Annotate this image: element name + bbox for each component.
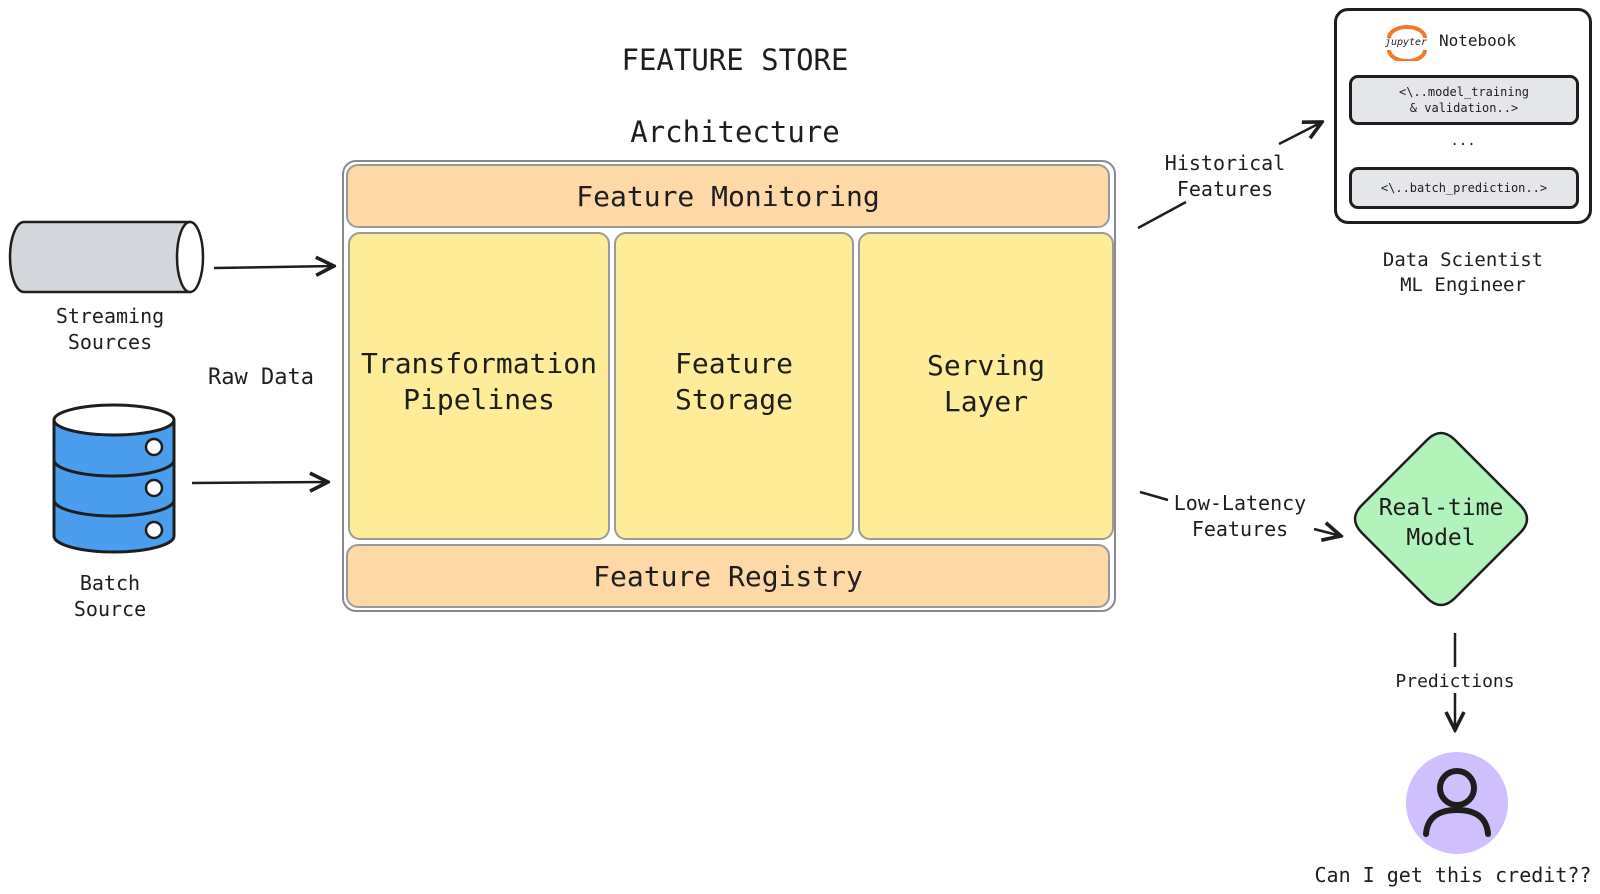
- batch-source-label: Batch Source: [73, 571, 147, 621]
- feature-storage-label: Feature Storage: [674, 347, 793, 416]
- code-cell-training-text: <\..model_training & validation..>: [1398, 85, 1530, 115]
- streaming-sources-label: Streaming Sources: [55, 304, 165, 354]
- diagram-title: FEATURE STORE Architecture: [520, 6, 950, 186]
- database-icon: [52, 403, 176, 554]
- data-scientist-label: Data Scientist ML Engineer: [1382, 249, 1544, 296]
- pipe-cylinder-icon: [8, 220, 205, 294]
- feature-monitoring-label: Feature Monitoring: [576, 179, 880, 213]
- feature-monitoring-band: Feature Monitoring: [346, 164, 1110, 228]
- transformation-pipelines-label: Transformation Pipelines: [360, 347, 597, 416]
- code-cell-training[interactable]: <\..model_training & validation..>: [1349, 75, 1579, 125]
- jupyter-logo-icon: [1387, 25, 1427, 61]
- raw-data-label: Raw Data: [208, 365, 314, 390]
- serving-layer-box: Serving Layer: [858, 232, 1114, 540]
- title-line-1: FEATURE STORE: [621, 43, 849, 77]
- real-time-model-diamond: [1353, 431, 1529, 607]
- feature-registry-label: Feature Registry: [593, 559, 863, 593]
- user-question-label: Can I get this credit??: [1314, 863, 1592, 887]
- batch-to-store-arrow: [191, 482, 328, 483]
- jupyter-logo-text: jupyter: [1384, 37, 1428, 48]
- transformation-pipelines-box: Transformation Pipelines: [348, 232, 610, 540]
- historical-features-arrow-head: [1278, 122, 1322, 146]
- feature-storage-box: Feature Storage: [614, 232, 854, 540]
- historical-features-arrow: [1137, 200, 1187, 230]
- code-cell-batch-prediction[interactable]: <\..batch_prediction..>: [1349, 167, 1579, 209]
- code-cell-batch-prediction-text: <\..batch_prediction..>: [1380, 181, 1548, 195]
- feature-store-container: Feature Monitoring Transformation Pipeli…: [342, 160, 1116, 612]
- predictions-label: Predictions: [1395, 671, 1515, 692]
- real-time-model-label: Real-time Model: [1378, 495, 1504, 551]
- low-latency-line: [1139, 490, 1169, 502]
- jupyter-notebook-panel: jupyter Notebook <\..model_training & va…: [1334, 8, 1592, 224]
- notebook-ellipsis: ...: [1450, 133, 1476, 149]
- low-latency-arrow-head: [1313, 529, 1341, 536]
- streaming-to-store-arrow: [213, 266, 334, 268]
- feature-registry-band: Feature Registry: [346, 544, 1110, 608]
- historical-features-label: Historical Features: [1164, 151, 1286, 201]
- title-line-2: Architecture: [630, 115, 840, 149]
- user-avatar: [1406, 752, 1508, 854]
- low-latency-features-label: Low-Latency Features: [1173, 491, 1307, 541]
- serving-layer-label: Serving Layer: [926, 349, 1045, 418]
- user-icon: [1423, 768, 1491, 837]
- notebook-title: Notebook: [1439, 31, 1517, 50]
